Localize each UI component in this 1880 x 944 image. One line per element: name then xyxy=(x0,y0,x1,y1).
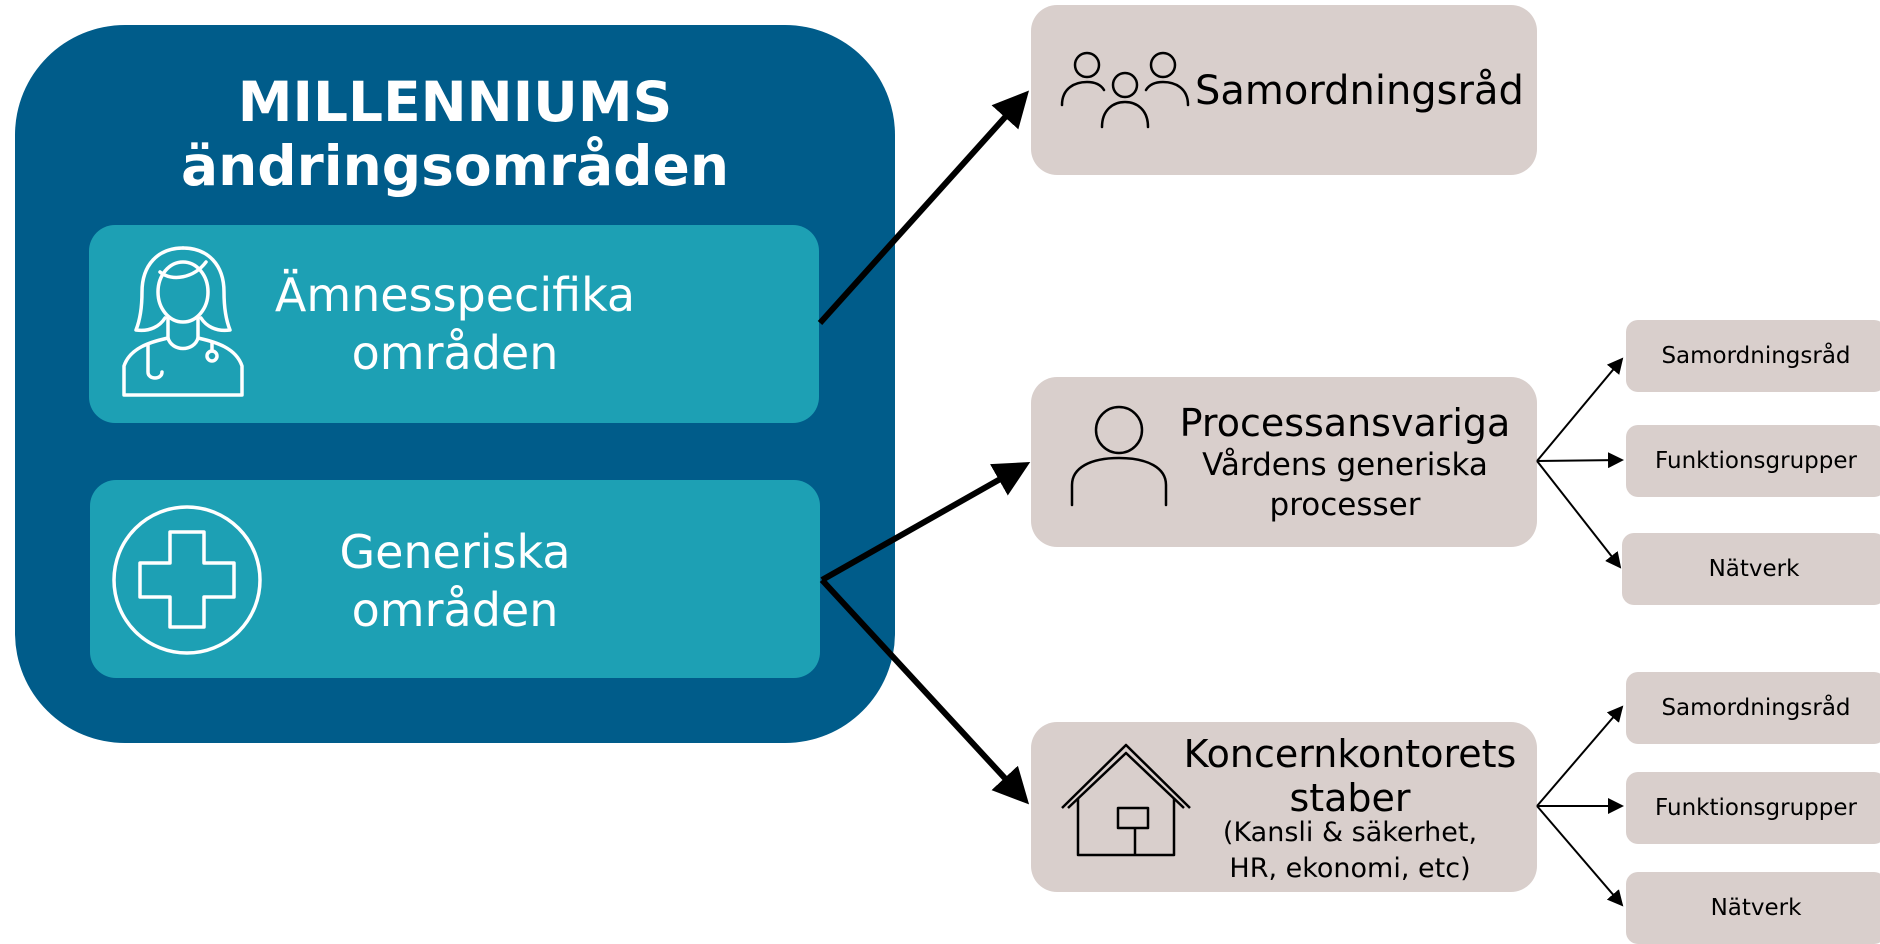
koncern-child-funktionsgrupper: Funktionsgrupper xyxy=(1626,772,1880,844)
arrow-to-koncernkontoret xyxy=(819,577,1030,805)
arrow-process-samordningsrad xyxy=(1536,357,1624,462)
koncernkontoret-title-line1: Koncernkontorets xyxy=(1183,732,1517,776)
koncern-child-label: Nätverk xyxy=(1710,895,1802,921)
arrow-process-natverk xyxy=(1536,460,1622,569)
koncern-child-natverk: Nätverk xyxy=(1626,872,1880,944)
arrow-koncern-samordningsrad xyxy=(1536,705,1624,807)
koncernkontoret-sub-line1: (Kansli & säkerhet, xyxy=(1222,817,1478,848)
doctor-icon xyxy=(122,246,244,397)
generiska-line2: områden xyxy=(351,583,559,637)
koncernkontoret-title-line2: staber xyxy=(1289,776,1411,820)
process-child-samordningsrad: Samordningsråd xyxy=(1626,320,1880,392)
process-child-label: Samordningsråd xyxy=(1661,343,1851,369)
main-title: MILLENNIUMS ändringsområden xyxy=(15,70,895,198)
arrow-process-funktionsgrupper xyxy=(1536,452,1624,469)
process-child-funktionsgrupper: Funktionsgrupper xyxy=(1626,425,1880,497)
group-icon xyxy=(1060,51,1190,129)
amnesspecifika-line2: områden xyxy=(351,326,559,380)
person-icon xyxy=(1070,405,1168,507)
amnesspecifika-line1: Ämnesspecifika xyxy=(274,268,636,322)
arrow-to-samordningsrad xyxy=(817,90,1030,326)
samordningsrad-label: Samordningsråd xyxy=(1195,68,1524,114)
processansvariga-box xyxy=(1031,377,1537,547)
process-child-label: Nätverk xyxy=(1708,556,1800,582)
koncern-child-label: Samordningsråd xyxy=(1661,695,1851,721)
generiska-box xyxy=(90,480,820,678)
generiska-line1: Generiska xyxy=(339,525,571,579)
main-title-line2: ändringsområden xyxy=(180,134,730,198)
arrow-koncern-natverk xyxy=(1536,805,1624,907)
koncernkontoret-subtitle: (Kansli & säkerhet, HR, ekonomi, etc) xyxy=(1180,815,1520,887)
koncern-child-label: Funktionsgrupper xyxy=(1655,795,1857,821)
amnesspecifika-label: Ämnesspecifika områden xyxy=(255,266,655,382)
generiska-label: Generiska områden xyxy=(255,523,655,639)
koncernkontoret-box xyxy=(1031,722,1537,892)
process-child-label: Funktionsgrupper xyxy=(1655,448,1857,474)
arrow-to-processansvariga xyxy=(820,462,1031,583)
processansvariga-subtitle: Vårdens generiska processer xyxy=(1170,445,1520,525)
koncernkontoret-title: Koncernkontorets staber xyxy=(1180,732,1520,820)
medical-cross-icon xyxy=(112,505,262,655)
process-child-natverk: Nätverk xyxy=(1622,533,1880,605)
koncern-child-samordningsrad: Samordningsråd xyxy=(1626,672,1880,744)
main-title-line1: MILLENNIUMS xyxy=(237,70,673,134)
processansvariga-title: Processansvariga xyxy=(1179,401,1511,445)
house-icon xyxy=(1061,743,1191,857)
koncernkontoret-sub-line2: HR, ekonomi, etc) xyxy=(1229,853,1471,884)
processansvariga-sub-line2: processer xyxy=(1269,487,1421,523)
processansvariga-sub-line1: Vårdens generiska xyxy=(1202,447,1488,483)
